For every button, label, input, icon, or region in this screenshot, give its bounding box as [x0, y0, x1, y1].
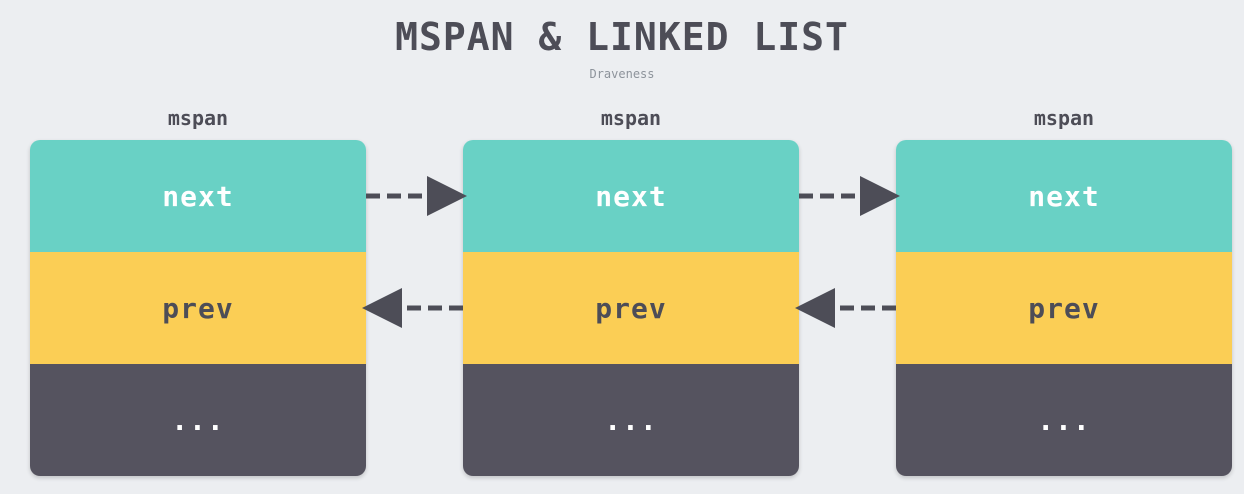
- diagram-title: MSPAN & LINKED LIST: [395, 15, 849, 59]
- prev-field-1: prev: [463, 252, 799, 364]
- prev-field-0: prev: [30, 252, 366, 364]
- next-field-1: next: [463, 140, 799, 252]
- rest-field-2: ...: [896, 364, 1232, 476]
- rest-field-0: ...: [30, 364, 366, 476]
- rest-field-1: ...: [463, 364, 799, 476]
- mspan-node-1: next prev ...: [463, 140, 799, 476]
- mspan-node-2: next prev ...: [896, 140, 1232, 476]
- next-field-0: next: [30, 140, 366, 252]
- mspan-node-0: next prev ...: [30, 140, 366, 476]
- node-label-1: mspan: [600, 106, 662, 130]
- node-label-0: mspan: [167, 106, 229, 130]
- prev-field-2: prev: [896, 252, 1232, 364]
- diagram-subtitle: Draveness: [589, 67, 655, 81]
- node-label-2: mspan: [1033, 106, 1095, 130]
- next-field-2: next: [896, 140, 1232, 252]
